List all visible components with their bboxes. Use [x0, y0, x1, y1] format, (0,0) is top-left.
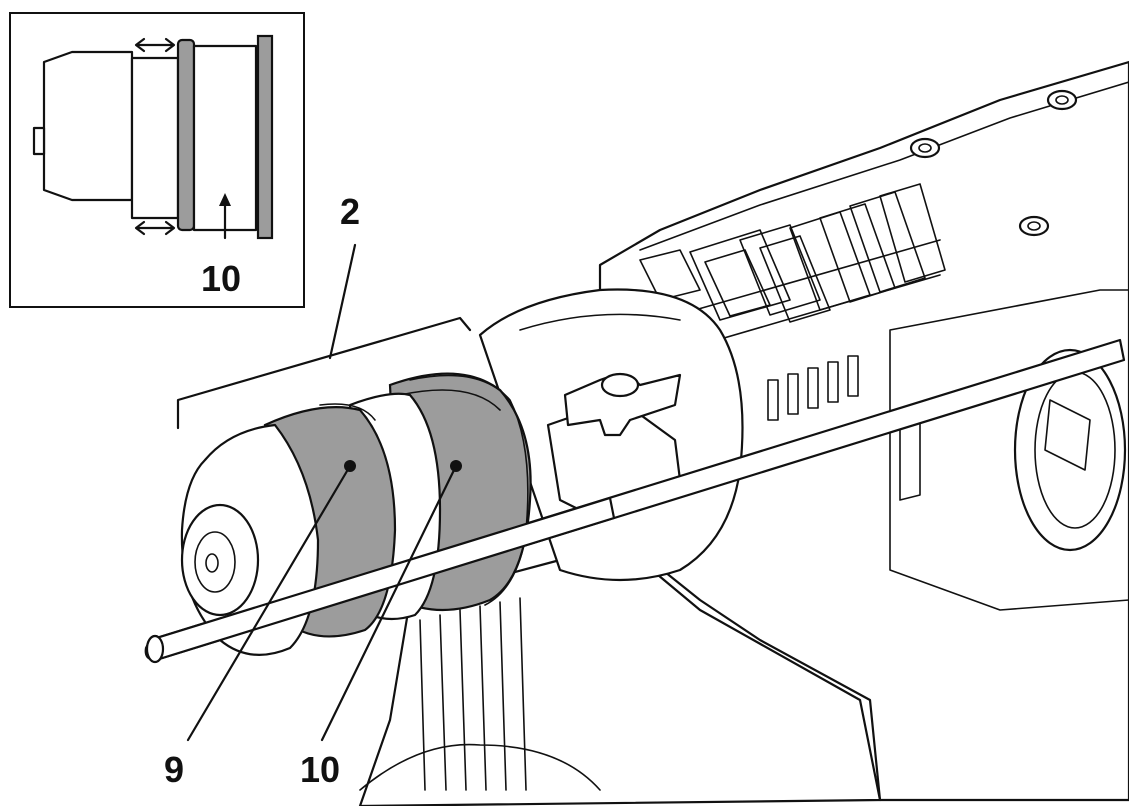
bracket-2 — [176, 316, 472, 430]
leader-2 — [328, 243, 357, 360]
inset-grey-sleeve — [176, 38, 196, 232]
grip-ribs — [419, 597, 527, 791]
inset-chuck-nose — [42, 50, 134, 202]
screw-icon — [1046, 89, 1078, 111]
ventilation-grille — [639, 183, 946, 346]
callout-leaders — [186, 460, 462, 742]
up-arrow-icon — [219, 193, 231, 240]
callout-2: 2 — [340, 191, 360, 232]
lower-vents — [767, 355, 859, 421]
chuck-assembly — [145, 243, 616, 664]
chuck-front-face — [180, 503, 260, 617]
callout-9: 9 — [164, 749, 184, 790]
inset-detail: 10 — [9, 12, 305, 308]
side-panel — [889, 289, 1129, 611]
double-arrow-icon — [134, 220, 176, 236]
mode-selector — [1013, 348, 1127, 552]
inset-chuck-tip — [32, 126, 46, 156]
bit-hole — [205, 553, 219, 573]
inset-neck — [130, 56, 180, 220]
callout-10: 10 — [300, 749, 340, 790]
screw-icon — [1018, 215, 1050, 237]
inset-callout-10: 10 — [201, 258, 241, 299]
screw-icon — [909, 137, 941, 159]
inset-end-plate — [256, 34, 274, 240]
double-arrow-icon — [134, 37, 176, 53]
